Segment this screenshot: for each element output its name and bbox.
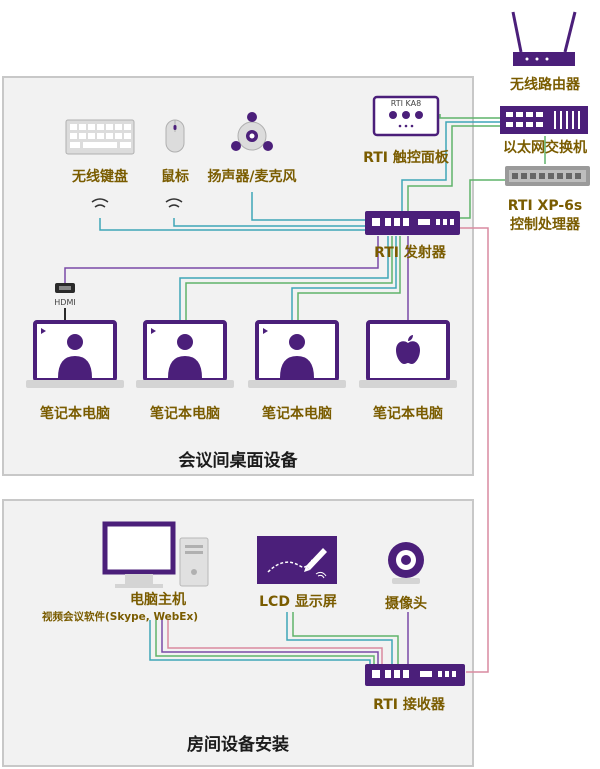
rti-transmitter xyxy=(365,211,460,235)
hdmi-label: HDMI xyxy=(54,298,75,307)
play-icon xyxy=(151,328,156,334)
cable-laptop1-tx-b xyxy=(185,236,393,322)
cable-lcd-rx-2 xyxy=(292,612,399,665)
speaker-label: 扬声器/麦克风 xyxy=(207,168,296,185)
rti-receiver xyxy=(365,664,465,686)
router-antenna-right-icon xyxy=(563,11,577,53)
cable-lcd-rx-1 xyxy=(286,612,393,665)
person-icon xyxy=(168,334,202,378)
cable-hdmi-tx xyxy=(64,236,379,283)
router-antenna-left-icon xyxy=(511,11,523,53)
lcd-display xyxy=(257,536,337,584)
cable-kbd-tx xyxy=(99,218,365,231)
laptop-1 xyxy=(26,320,124,388)
transmitter-label: RTI 发射器 xyxy=(374,244,447,261)
tower-icon xyxy=(179,537,209,587)
room-devices-panel xyxy=(2,499,474,767)
xp6s-processor xyxy=(505,166,590,186)
router-label: 无线路由器 xyxy=(509,76,581,93)
laptop-3-label: 笔记本电脑 xyxy=(262,405,332,422)
lcd-label: LCD 显示屏 xyxy=(259,594,337,610)
ka8-label: RTI 触控面板 xyxy=(363,149,450,166)
cable-switch-tx-1 xyxy=(401,121,500,213)
laptop-1-label: 笔记本电脑 xyxy=(40,405,110,422)
transmitter-body-icon xyxy=(365,211,460,235)
keyboard-label: 无线键盘 xyxy=(71,168,128,185)
switch-body-icon xyxy=(500,106,588,134)
table-section-title: 会议间桌面设备 xyxy=(179,450,299,471)
cable-pc-rx-1 xyxy=(149,620,371,665)
pc-host xyxy=(102,521,209,588)
cable-tx-rx xyxy=(460,227,489,673)
xp6s-label-desc: 控制处理器 xyxy=(510,216,581,233)
cable-switch-tx-2 xyxy=(407,125,500,213)
keyboard-wifi-icon xyxy=(91,198,109,208)
lcd-screen-icon xyxy=(257,536,337,584)
mouse xyxy=(165,119,185,153)
hdmi-adapter xyxy=(55,283,75,293)
cable-pc-rx-3 xyxy=(161,620,379,665)
cable-laptop3-tx xyxy=(297,236,401,322)
cable-laptop2-tx xyxy=(291,236,397,322)
room-section-title: 房间设备安装 xyxy=(187,734,289,755)
wireless-keyboard xyxy=(65,119,135,155)
router xyxy=(511,11,577,66)
receiver-label: RTI 接收器 xyxy=(373,696,446,713)
cable-xp6s-tx xyxy=(460,179,505,219)
camera-label: 摄像头 xyxy=(385,595,427,612)
receiver-body-icon xyxy=(365,664,465,686)
cables xyxy=(64,114,546,673)
ka8-touch-panel: RTI KA8 xyxy=(372,95,440,137)
xp6s-label-model: RTI XP-6s xyxy=(508,198,582,214)
person-icon xyxy=(58,334,92,378)
mouse-wifi-icon xyxy=(165,198,183,208)
cable-switch-ka8 xyxy=(439,114,500,119)
pc-sublabel: 视频会议软件(Skype, WebEx) xyxy=(42,610,198,623)
switch-label: 以太网交换机 xyxy=(503,139,587,156)
cable-mouse-tx xyxy=(173,218,365,227)
ka8-device-text: RTI KA8 xyxy=(391,99,421,108)
laptop-3 xyxy=(248,320,346,388)
pen-icon xyxy=(304,548,327,572)
cable-laptop1-tx xyxy=(179,236,389,322)
laptop-4 xyxy=(359,320,457,388)
person-icon xyxy=(280,334,314,378)
speaker-mic xyxy=(231,112,273,151)
monitor-icon xyxy=(102,521,176,575)
router-body-icon xyxy=(513,52,575,66)
laptop-4-label: 笔记本电脑 xyxy=(373,405,443,422)
laptop-2 xyxy=(136,320,234,388)
switch xyxy=(500,106,588,134)
cable-speaker-tx xyxy=(251,192,365,221)
cable-pc-rx-2 xyxy=(155,620,375,665)
play-icon xyxy=(41,328,46,334)
laptop-2-label: 笔记本电脑 xyxy=(150,405,220,422)
webcam xyxy=(388,542,424,584)
pc-label: 电脑主机 xyxy=(130,591,186,608)
mouse-label: 鼠标 xyxy=(161,168,189,185)
play-icon xyxy=(263,328,268,334)
cable-pc-rx-4 xyxy=(167,620,383,665)
apple-logo-icon xyxy=(396,335,420,364)
